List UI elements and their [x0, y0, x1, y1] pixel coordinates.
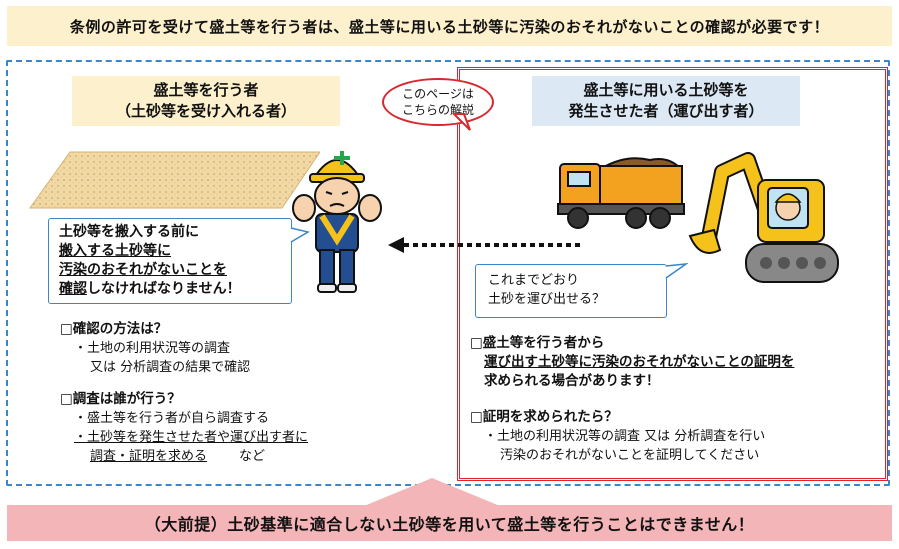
left-speech-line2: 搬入する土砂等に	[59, 243, 171, 259]
left-speech-line4: 確認しなければなりません！	[59, 280, 281, 299]
worker-stop-illustration	[292, 151, 382, 293]
left-speech-box: 土砂等を搬入する前に 搬入する土砂等に 汚染のおそれがないことを 確認しなければ…	[48, 218, 292, 304]
left-check-method-section: □確認の方法は？ ・土地の利用状況等の調査 又は 分析調査の結果で確認	[60, 320, 340, 377]
right-header-line1: 盛土等に用いる土砂等を	[583, 81, 749, 99]
left-speech-line3: 汚染のおそれがないことを	[59, 262, 227, 278]
left-sec2-line3-rest: など	[239, 449, 266, 464]
left-who-investigates-section: □調査は誰が行う？ ・盛土等を行う者が自ら調査する ・土砂等を発生させた者や運び…	[60, 390, 360, 466]
left-header-line2: （土砂等を受け入れる者）	[115, 102, 296, 120]
left-header-line1: 盛土等を行う者	[153, 81, 259, 99]
dump-truck-illustration	[557, 157, 685, 229]
right-sec1-line2: 運び出す土砂等に汚染のおそれがないことの証明を	[484, 354, 795, 370]
left-speech-line4-underlined: 確認	[59, 281, 87, 297]
left-speech-line1: 土砂等を搬入する前に	[59, 224, 199, 240]
right-frame	[457, 67, 888, 481]
right-header-line2: 発生させた者（運び出す者）	[568, 102, 764, 120]
top-banner: 条例の許可を受けて盛土等を行う者は、盛土等に用いる土砂等に汚染のおそれがないこと…	[7, 6, 892, 46]
right-sec1-title: □盛土等を行う者から	[470, 335, 605, 351]
right-speech-line2: 土砂を運び出せる？	[488, 292, 606, 307]
right-proof-request-section: □盛土等を行う者から 運び出す土砂等に汚染のおそれがないことの証明を 求められる…	[470, 334, 875, 391]
soil-pile-illustration	[29, 151, 320, 209]
right-speech-line1: これまでどおり	[488, 273, 580, 288]
left-sec2-line1: ・盛土等を行う者が自ら調査する	[74, 411, 270, 426]
left-sec2-line2: ・土砂等を発生させた者や運び出す者に	[74, 430, 309, 445]
left-sec1-line2: 又は 分析調査の結果で確認	[90, 360, 251, 375]
left-sec2-line3: 調査・証明を求める など	[60, 447, 360, 466]
left-sec2-title: □調査は誰が行う？	[60, 391, 181, 407]
right-speech-box: これまでどおり 土砂を運び出せる？	[475, 264, 667, 318]
left-speech-line4-rest: しなければなりません！	[87, 281, 241, 297]
left-sec1-line1: ・土地の利用状況等の調査	[74, 341, 231, 356]
callout-tail	[452, 113, 471, 131]
bottom-arrow-up	[364, 478, 500, 506]
left-speech-tail	[290, 227, 310, 243]
right-sec2-line1: ・土地の利用状況等の調査 又は 分析調査を行い	[484, 429, 766, 444]
right-sec2-title: □証明を求められたら？	[470, 409, 618, 425]
right-sec1-line3: 求められる場合があります！	[484, 373, 660, 389]
excavator-illustration	[688, 152, 839, 283]
right-sec2-line2: 汚染のおそれがないことを証明してください	[500, 448, 760, 463]
callout-line1: このページは	[402, 87, 474, 101]
right-when-requested-section: □証明を求められたら？ ・土地の利用状況等の調査 又は 分析調査を行い 汚染のお…	[470, 408, 875, 465]
bottom-banner: （大前提）土砂基準に適合しない土砂等を用いて盛土等を行うことはできません！	[7, 505, 892, 541]
right-speech-tail	[665, 263, 688, 279]
callout-bubble: このページは こちらの解説	[382, 78, 494, 126]
right-header: 盛土等に用いる土砂等を 発生させた者（運び出す者）	[532, 76, 800, 126]
dotted-arrow-left	[388, 237, 580, 253]
left-sec2-line3-underlined: 調査・証明を求める	[90, 449, 208, 464]
left-sec1-title: □確認の方法は？	[60, 321, 168, 337]
left-header: 盛土等を行う者 （土砂等を受け入れる者）	[72, 76, 340, 126]
